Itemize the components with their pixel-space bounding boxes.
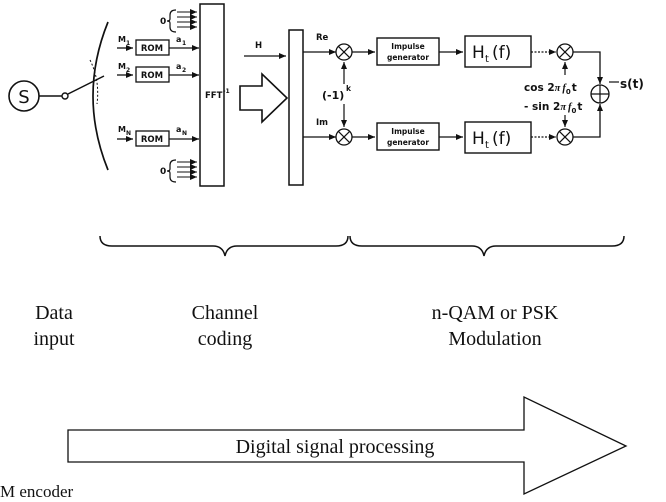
svg-text:H: H xyxy=(472,129,485,149)
shaping-filter-top: H t (f) xyxy=(464,35,532,68)
svg-text:k: k xyxy=(346,84,352,93)
rom-2-output-label: a xyxy=(176,62,181,71)
imag-label: Im xyxy=(316,118,328,128)
source-node: S xyxy=(8,80,40,112)
svg-text:1: 1 xyxy=(182,40,186,47)
zero-padding-bottom: 0 xyxy=(160,159,197,183)
zero-padding-top: 0 xyxy=(160,9,197,33)
svg-text:2: 2 xyxy=(182,67,186,74)
svg-text:generator: generator xyxy=(387,53,429,62)
rom-n-label: ROM xyxy=(141,135,163,145)
rom-2-label: ROM xyxy=(141,71,163,81)
svg-text:1: 1 xyxy=(126,40,130,47)
parallel-to-serial-block xyxy=(288,29,304,186)
ifft-input-label: H xyxy=(255,41,262,51)
brace-channel-coding xyxy=(99,235,349,257)
source-label: S xyxy=(18,87,29,108)
multiplier-real xyxy=(335,43,353,61)
rom-block-2: M 2 ROM a 2 xyxy=(117,62,199,83)
multiplier-imag xyxy=(335,128,353,146)
mixer-cos xyxy=(556,43,574,61)
output-signal: s(t) xyxy=(609,77,644,91)
commutator-switch xyxy=(39,21,109,171)
svg-text:(f): (f) xyxy=(492,43,511,63)
caption-channel-coding: Channel coding xyxy=(191,302,259,350)
footer-caption: M encoder xyxy=(0,482,74,501)
impulse-generator-top: Impulse generator xyxy=(376,37,440,66)
svg-text:-1: -1 xyxy=(223,88,230,95)
svg-text:N: N xyxy=(126,130,131,137)
caption-data-input: Data input xyxy=(33,302,75,350)
ifft-output-arrow xyxy=(239,72,289,124)
mixer-sin xyxy=(556,128,574,146)
zero-label-bottom: 0 xyxy=(160,167,166,177)
real-label: Re xyxy=(316,33,329,43)
zero-label-top: 0 xyxy=(160,17,166,27)
rom-1-label: ROM xyxy=(141,44,163,54)
digital-signal-processing-arrow xyxy=(67,395,628,496)
rom-block-n: M N ROM a N xyxy=(117,125,199,147)
digital-signal-processing-label: Digital signal processing xyxy=(235,436,435,458)
brace-modulation xyxy=(349,235,625,257)
svg-text:H: H xyxy=(472,43,485,63)
svg-text:t: t xyxy=(485,140,489,151)
h-input: H xyxy=(244,41,286,59)
svg-text:t: t xyxy=(485,54,489,65)
rom-block-1: M 1 ROM a 1 xyxy=(117,35,199,56)
svg-text:(f): (f) xyxy=(492,129,511,149)
svg-text:N: N xyxy=(182,130,187,137)
svg-text:generator: generator xyxy=(387,138,429,147)
rom-1-output-label: a xyxy=(176,35,181,44)
alternating-sign-input: (-1) k xyxy=(322,62,352,127)
rom-1-input-label: M xyxy=(118,35,126,44)
svg-text:Impulse: Impulse xyxy=(391,127,424,136)
real-branch-input: Re xyxy=(303,33,336,55)
shaping-filter-bottom: H t (f) xyxy=(464,121,532,154)
rom-2-input-label: M xyxy=(118,62,126,71)
rom-n-output-label: a xyxy=(176,125,181,134)
rom-n-input-label: M xyxy=(118,125,126,134)
ifft-label: FFT xyxy=(205,91,223,101)
summing-node xyxy=(573,51,610,138)
sign-label: (-1) xyxy=(322,89,344,102)
impulse-generator-bottom: Impulse generator xyxy=(376,122,440,151)
imag-branch-input: Im xyxy=(303,118,336,140)
caption-modulation: n-QAM or PSK Modulation xyxy=(431,302,559,350)
ifft-block: FFT -1 xyxy=(199,3,230,187)
svg-text:Impulse: Impulse xyxy=(391,42,424,51)
output-label: s(t) xyxy=(620,77,644,91)
svg-text:2: 2 xyxy=(126,67,130,74)
